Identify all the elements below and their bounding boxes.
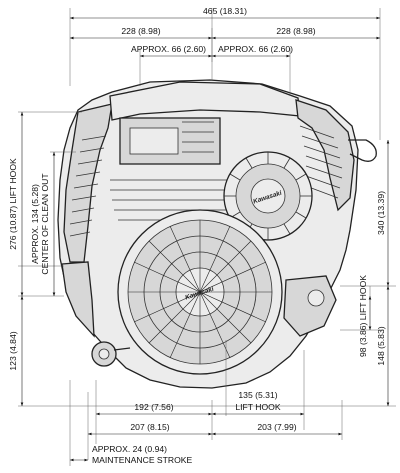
dim-203: 203 (7.99)	[257, 422, 296, 432]
dim-lift-hook-276: 276 (10.87) LIFT HOOK	[8, 158, 18, 250]
dim-right-half-width: 228 (8.98)	[276, 26, 315, 36]
dim-clean-out-134-label: CENTER OF CLEAN OUT	[40, 173, 50, 275]
dim-clean-out-134-value: APPROX. 134 (5.28)	[30, 184, 40, 264]
dim-lift-hook-135-value: 135 (5.31)	[238, 390, 277, 400]
dim-207: 207 (8.15)	[130, 422, 169, 432]
dim-lift-hook-135-label: LIFT HOOK	[235, 402, 280, 412]
dim-maintenance-24-label: MAINTENANCE STROKE	[92, 455, 193, 465]
dim-340: 340 (13.39)	[376, 191, 386, 235]
dim-lift-hook-98: 98 (3.86) LIFT HOOK	[358, 275, 368, 357]
dim-overall-width: 465 (18.31)	[203, 6, 247, 16]
dim-approx-66-right: APPROX. 66 (2.60)	[218, 44, 293, 54]
dim-approx-66-left: APPROX. 66 (2.60)	[131, 44, 206, 54]
dim-192: 192 (7.56)	[134, 402, 173, 412]
dimension-lines	[18, 8, 396, 466]
dim-maintenance-24-value: APPROX. 24 (0.94)	[92, 444, 167, 454]
dim-123: 123 (4.84)	[8, 331, 18, 370]
engine-body	[57, 79, 377, 389]
dim-148: 148 (5.83)	[376, 326, 386, 365]
dim-left-half-width: 228 (8.98)	[121, 26, 160, 36]
